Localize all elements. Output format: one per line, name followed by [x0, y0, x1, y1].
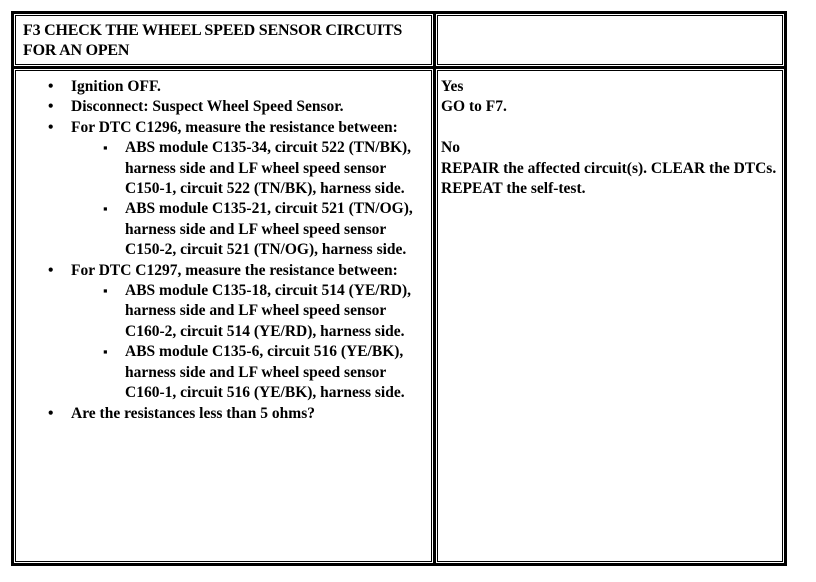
procedure-cell: Ignition OFF. Disconnect: Suspect Wheel S… [14, 69, 433, 563]
procedure-item: Disconnect: Suspect Wheel Speed Sensor. [22, 97, 414, 118]
body-row: Ignition OFF. Disconnect: Suspect Wheel S… [14, 66, 784, 563]
procedure-steps: Ignition OFF. Disconnect: Suspect Wheel S… [22, 77, 414, 424]
procedure-subitem: ABS module C135-21, circuit 521 (TN/OG),… [71, 199, 414, 260]
step-title-cell: F3 CHECK THE WHEEL SPEED SENSOR CIRCUITS… [14, 14, 433, 66]
cell-inner-border [15, 15, 432, 65]
spacer [441, 118, 781, 138]
yes-label: Yes [441, 78, 464, 95]
procedure-item-text: Disconnect: Suspect Wheel Speed Sensor. [71, 98, 344, 116]
procedure-subitem: ABS module C135-34, circuit 522 (TN/BK),… [71, 138, 414, 199]
procedure-item: Are the resistances less than 5 ohms? [22, 404, 414, 425]
procedure-item: Ignition OFF. [22, 77, 414, 98]
procedure-subitem: ABS module C135-18, circuit 514 (YE/RD),… [71, 281, 414, 342]
procedure-sublist: ABS module C135-34, circuit 522 (TN/BK),… [71, 138, 414, 260]
answers-cell: Yes GO to F7. No REPAIR the affected cir… [436, 69, 784, 563]
procedure-item-text: For DTC C1297, measure the resistance be… [71, 261, 398, 279]
cell-inner-border [437, 70, 783, 562]
cell-inner-border [437, 15, 783, 65]
answers: Yes GO to F7. No REPAIR the affected cir… [441, 77, 781, 199]
right-header-cell [436, 14, 784, 66]
procedure-list: Ignition OFF. Disconnect: Suspect Wheel S… [22, 77, 414, 424]
diagnostic-step-table: F3 CHECK THE WHEEL SPEED SENSOR CIRCUITS… [11, 11, 787, 566]
procedure-item: For DTC C1296, measure the resistance be… [22, 118, 414, 261]
column-divider [433, 14, 436, 563]
cell-inner-border [15, 70, 432, 562]
procedure-item-text: Ignition OFF. [71, 78, 161, 95]
procedure-item: For DTC C1297, measure the resistance be… [22, 261, 414, 404]
row-divider [14, 66, 784, 69]
procedure-item-text: For DTC C1296, measure the resistance be… [71, 118, 398, 136]
procedure-sublist: ABS module C135-18, circuit 514 (YE/RD),… [71, 281, 414, 403]
no-action: REPAIR the affected circuit(s). CLEAR th… [441, 159, 777, 198]
procedure-subitem: ABS module C135-6, circuit 516 (YE/BK), … [71, 342, 414, 403]
step-title: F3 CHECK THE WHEEL SPEED SENSOR CIRCUITS… [23, 22, 403, 59]
no-label: No [441, 139, 460, 157]
procedure-item-text: Are the resistances less than 5 ohms? [71, 404, 315, 422]
yes-action: GO to F7. [441, 98, 507, 116]
header-row: F3 CHECK THE WHEEL SPEED SENSOR CIRCUITS… [14, 14, 784, 66]
